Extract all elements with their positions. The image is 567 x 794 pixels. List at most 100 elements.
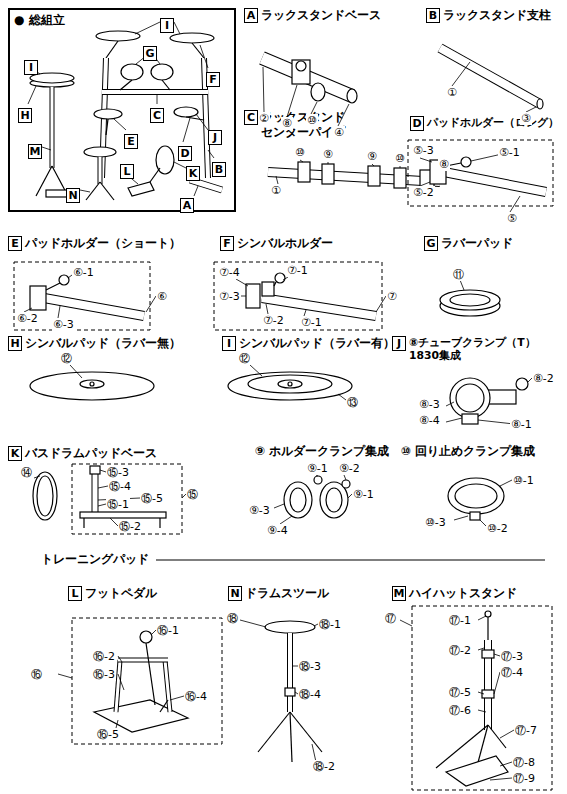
leader-line bbox=[196, 114, 208, 130]
overview-panel: ● 総組立IGIFHCJEMDBLKNA bbox=[8, 8, 236, 212]
pipe-outline bbox=[190, 180, 222, 190]
section-letter: G bbox=[424, 236, 438, 251]
callout-number: ⑰-7 bbox=[514, 724, 538, 737]
leader-line bbox=[500, 730, 514, 738]
callout-number: ⑩ bbox=[294, 146, 306, 159]
callout-number: ⑱-2 bbox=[312, 760, 336, 773]
leader-line bbox=[80, 190, 90, 192]
section-letter: K bbox=[186, 166, 200, 181]
leader-line bbox=[446, 418, 462, 422]
leader-line bbox=[478, 692, 484, 694]
callout-number: ⑩ bbox=[306, 114, 318, 127]
callout-number: ⑨ bbox=[322, 148, 334, 161]
section-letter: H bbox=[18, 108, 32, 123]
part-block bbox=[262, 282, 274, 296]
leader-line bbox=[316, 475, 318, 476]
callout-number: ⑥-1 bbox=[72, 266, 95, 279]
callout-number: ⑧ bbox=[438, 158, 450, 171]
part-ellipse bbox=[278, 380, 302, 388]
pipe-outline bbox=[50, 87, 55, 168]
letter-box: E bbox=[124, 130, 138, 149]
leader-line bbox=[157, 95, 158, 104]
section-letter: E bbox=[8, 236, 22, 251]
callout-number: ⑧ bbox=[281, 117, 293, 130]
part-line bbox=[258, 712, 290, 752]
dashed-frame bbox=[14, 262, 150, 330]
part-block bbox=[90, 466, 100, 474]
pipe-body bbox=[190, 180, 222, 190]
section-letter: F bbox=[220, 236, 234, 251]
callout-number: ⑮-2 bbox=[118, 520, 142, 533]
part-line bbox=[290, 712, 322, 752]
leader-line bbox=[372, 164, 374, 166]
callout-number: ⑨-3 bbox=[248, 504, 271, 517]
letter-box: I bbox=[160, 14, 174, 33]
leader-line bbox=[116, 720, 118, 728]
pipe-outline bbox=[287, 633, 293, 712]
callout-number: ⑰-1 bbox=[448, 614, 472, 627]
leader-line bbox=[118, 656, 122, 662]
part-section: Hシンバルパッド（ラバー無） bbox=[8, 336, 181, 351]
leader-line bbox=[500, 480, 512, 486]
callout-number: ② bbox=[258, 112, 270, 125]
part-ellipse bbox=[347, 89, 357, 103]
callout-number: ⑯-4 bbox=[184, 690, 208, 703]
part-ellipse bbox=[448, 478, 504, 514]
leader-line bbox=[400, 166, 401, 168]
section-letter: N bbox=[66, 188, 80, 203]
section-letter: C bbox=[244, 110, 258, 125]
part-circle bbox=[516, 378, 528, 390]
leader-line bbox=[478, 420, 514, 424]
callout-number: ⑮-3 bbox=[106, 466, 130, 479]
callout-number: ① bbox=[270, 184, 282, 197]
leader-line bbox=[300, 160, 303, 162]
pipe-body bbox=[93, 470, 98, 512]
letter-box: B bbox=[212, 158, 226, 177]
pipe-outline bbox=[98, 157, 103, 184]
part-block bbox=[46, 190, 68, 197]
dashed-frame bbox=[214, 262, 382, 330]
part-line bbox=[120, 80, 132, 90]
callout-number: ⑨-2 bbox=[338, 462, 361, 475]
leader-line bbox=[478, 616, 486, 620]
part-section: Eパッドホルダー（ショート） bbox=[8, 236, 181, 251]
callout-number: ⑩-3 bbox=[424, 516, 447, 529]
dashed-frame bbox=[72, 618, 222, 744]
part-line bbox=[83, 518, 84, 528]
callout-number: ⑦-1 bbox=[286, 264, 309, 277]
section-letter: I bbox=[222, 336, 236, 351]
part-block bbox=[368, 166, 380, 186]
section-title: ⑧チューブクランプ（T）1830集成 bbox=[409, 336, 562, 362]
leader-line bbox=[276, 176, 278, 184]
section-title: シンバルパッド（ラバー無） bbox=[25, 336, 181, 351]
leader-line bbox=[266, 304, 268, 314]
part-circle bbox=[140, 631, 152, 643]
callout-number: ⑦-4 bbox=[218, 266, 241, 279]
part-ellipse bbox=[174, 107, 198, 117]
leader-line bbox=[478, 648, 484, 650]
part-ellipse bbox=[290, 488, 306, 512]
part-section: Aラックスタンドベース bbox=[244, 8, 381, 23]
callout-number: ⑯ bbox=[30, 668, 43, 681]
letter-box: A bbox=[180, 194, 194, 213]
callout-number: ⑦ bbox=[386, 290, 398, 303]
letter-box: K bbox=[186, 162, 200, 181]
callout-number: ⑰-2 bbox=[448, 644, 472, 657]
section-letter: K bbox=[8, 446, 22, 461]
section-letter: A bbox=[244, 8, 258, 23]
part-ellipse bbox=[121, 64, 143, 80]
callout-number: ⑯-1 bbox=[156, 624, 180, 637]
callout-number: ⑮-1 bbox=[106, 498, 130, 511]
part-ellipse bbox=[311, 83, 325, 101]
section-title: フットペダル bbox=[85, 586, 157, 601]
part-block bbox=[30, 286, 46, 310]
part-block bbox=[246, 284, 260, 308]
leader-line bbox=[263, 67, 264, 112]
part-ellipse bbox=[284, 482, 312, 518]
section-title: パッドホルダー（ロング） bbox=[427, 116, 559, 129]
part-section: Nドラムスツール bbox=[228, 586, 329, 601]
pipe-body bbox=[102, 90, 208, 94]
part-block bbox=[80, 512, 166, 518]
leader-line bbox=[283, 277, 288, 280]
section-title: ハイハットスタンド bbox=[409, 586, 517, 601]
